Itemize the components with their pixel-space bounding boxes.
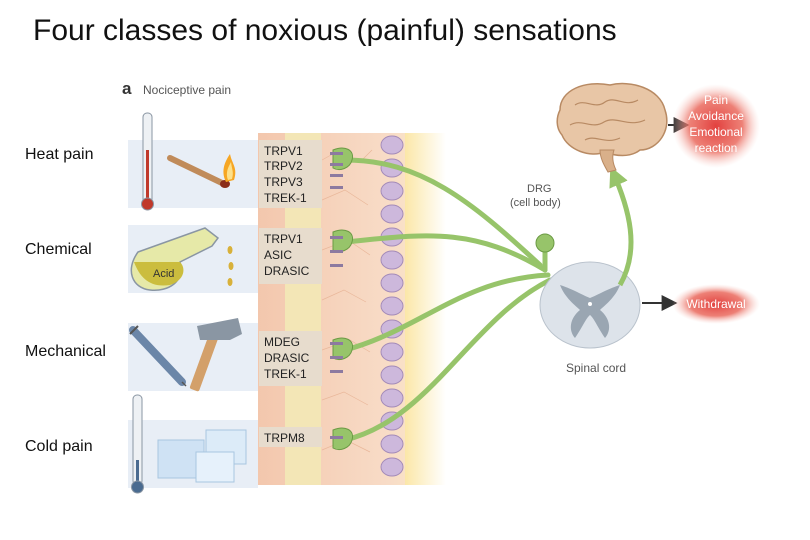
brain-outcome-glow bbox=[672, 84, 760, 168]
central-canal bbox=[588, 302, 592, 306]
receptor-box-heat bbox=[259, 140, 322, 208]
brain-icon bbox=[556, 82, 668, 173]
class-label-mechanical: Mechanical bbox=[25, 343, 106, 360]
brain-outcome-1: Pain bbox=[704, 93, 728, 107]
brain-outcome-3: Emotional bbox=[689, 125, 742, 139]
hammer-icon bbox=[189, 318, 242, 392]
class-label-cold: Cold pain bbox=[25, 438, 93, 455]
receptor-mechanical-2: DRASIC bbox=[264, 351, 310, 365]
receptor-box-chemical bbox=[259, 228, 322, 284]
receptor-mechanical-1: MDEG bbox=[264, 335, 300, 349]
drg-label-2: (cell body) bbox=[510, 197, 561, 209]
syringe-icon bbox=[129, 325, 187, 387]
receptor-box-mechanical bbox=[259, 331, 322, 386]
flask-label: Acid bbox=[153, 268, 174, 280]
drg-label-1: DRG bbox=[527, 183, 551, 195]
class-label-chemical: Chemical bbox=[25, 241, 92, 258]
panel-heading: Nociceptive pain bbox=[143, 83, 231, 97]
match-flame-icon bbox=[167, 154, 236, 188]
receptor-chemical-1: TRPV1 bbox=[264, 232, 303, 246]
receptor-cold-1: TRPM8 bbox=[264, 431, 305, 445]
receptor-heat-2: TRPV2 bbox=[264, 159, 303, 173]
spinal-grey-matter bbox=[560, 285, 620, 338]
nerve-fibres bbox=[342, 157, 583, 443]
spinal-cord-label: Spinal cord bbox=[566, 361, 626, 375]
thermometer-cold-icon bbox=[131, 394, 144, 494]
receptor-box-cold bbox=[259, 427, 322, 447]
receptor-chemical-3: DRASIC bbox=[264, 264, 310, 278]
brain-outcome-2: Avoidance bbox=[688, 109, 744, 123]
acid-flask-icon bbox=[130, 227, 234, 291]
receptor-heat-4: TREK-1 bbox=[264, 191, 307, 205]
withdrawal-glow bbox=[672, 284, 760, 324]
receptor-heat-1: TRPV1 bbox=[264, 144, 303, 158]
membrane-cells bbox=[380, 135, 404, 477]
withdrawal-label: Withdrawal bbox=[686, 297, 745, 311]
ice-cubes-icon bbox=[157, 429, 247, 483]
receptor-channels bbox=[330, 152, 343, 439]
ascending-pathway bbox=[609, 166, 634, 287]
receptor-mechanical-3: TREK-1 bbox=[264, 367, 307, 381]
receptor-heat-3: TRPV3 bbox=[264, 175, 303, 189]
drg-cell-body bbox=[535, 233, 555, 253]
brain-outcome-4: reaction bbox=[695, 141, 738, 155]
slide-title: Four classes of noxious (painful) sensat… bbox=[33, 14, 617, 47]
class-label-heat: Heat pain bbox=[25, 146, 94, 163]
panel-letter: a bbox=[122, 79, 132, 98]
receptor-chemical-2: ASIC bbox=[264, 248, 292, 262]
thermometer-hot-icon bbox=[141, 112, 154, 211]
